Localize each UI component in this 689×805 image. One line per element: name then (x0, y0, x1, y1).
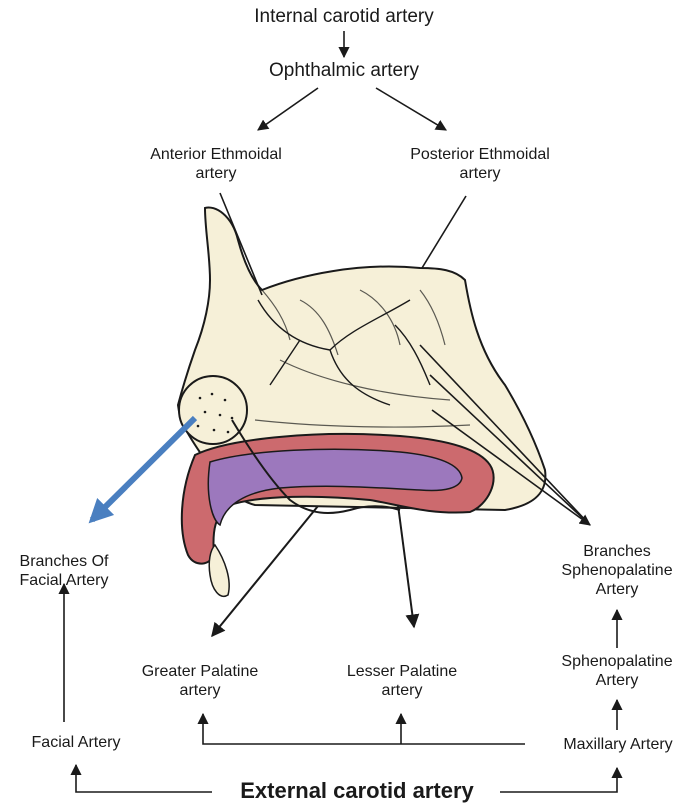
label-greater-palatine: Greater Palatine artery (124, 662, 276, 700)
line-posterior-ethmoidal (422, 196, 466, 268)
label-anterior-ethmoidal: Anterior Ethmoidal artery (128, 145, 304, 183)
arrow-to-anterior-ethmoidal (258, 88, 318, 130)
label-branches-sphenopalatine: Branches Sphenopalatine Artery (554, 542, 680, 600)
label-branches-facial: Branches Of Facial Artery (6, 552, 122, 590)
label-lesser-palatine: Lesser Palatine artery (330, 662, 474, 700)
nasal-cavity-illustration (178, 207, 545, 596)
blue-arrow-facial-branches (92, 418, 195, 520)
line-maxillary-to-palatines (203, 714, 525, 744)
arrow-external-to-facial (76, 765, 212, 792)
label-ophthalmic: Ophthalmic artery (248, 60, 440, 83)
label-maxillary-artery: Maxillary Artery (548, 735, 688, 754)
sinus-circle (179, 376, 247, 444)
uvula (209, 545, 229, 596)
arrow-to-posterior-ethmoidal (376, 88, 446, 130)
label-sphenopalatine: Sphenopalatine Artery (554, 652, 680, 690)
label-external-carotid: External carotid artery (214, 778, 500, 804)
arrow-greater-palatine (212, 506, 318, 636)
label-internal-carotid: Internal carotid artery (244, 6, 444, 29)
arrow-external-to-maxillary (500, 768, 617, 792)
label-facial-artery: Facial Artery (14, 733, 138, 752)
label-posterior-ethmoidal: Posterior Ethmoidal artery (388, 145, 572, 183)
arrow-lesser-palatine (398, 505, 414, 627)
